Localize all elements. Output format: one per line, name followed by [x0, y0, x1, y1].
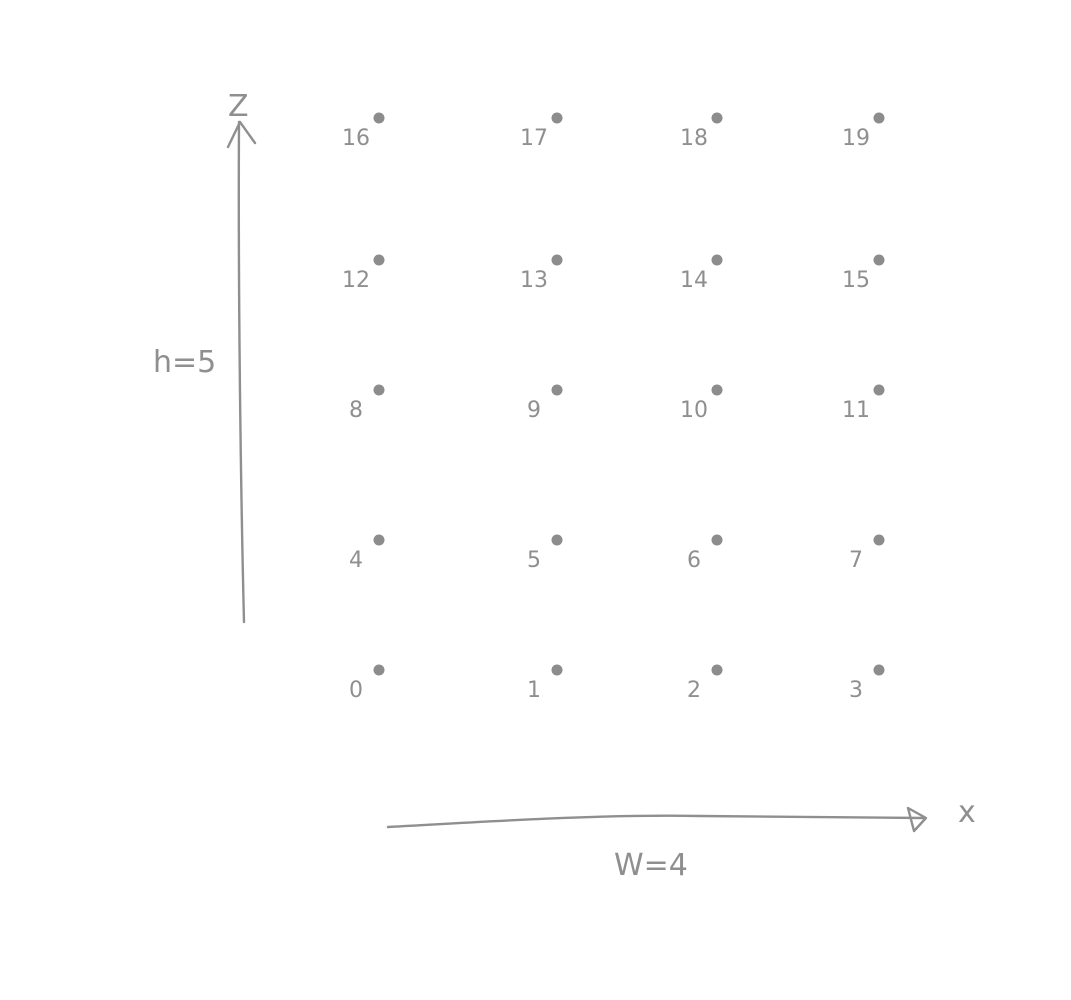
grid-point-label: 16: [342, 126, 370, 151]
grid-point-label: 14: [680, 268, 708, 293]
grid-point-dot: [711, 384, 723, 396]
grid-point-label: 12: [342, 268, 370, 293]
grid-point-label: 7: [849, 548, 863, 573]
grid-point: 1: [527, 664, 563, 703]
grid-point-label: 8: [349, 398, 363, 423]
grid-point: 6: [687, 534, 723, 573]
grid-point: 12: [342, 254, 385, 293]
grid-point-label: 6: [687, 548, 701, 573]
grid-point-label: 4: [349, 548, 363, 573]
grid-point-dot: [551, 254, 563, 266]
grid-point-dot: [873, 384, 885, 396]
grid-point-label: 18: [680, 126, 708, 151]
grid-point-label: 11: [842, 398, 870, 423]
grid-point: 2: [687, 664, 723, 703]
grid-point-dot: [873, 664, 885, 676]
grid-point-dot: [551, 664, 563, 676]
grid-point: 8: [349, 384, 385, 423]
grid-point: 4: [349, 534, 385, 573]
grid-point-label: 10: [680, 398, 708, 423]
grid-point-label: 19: [842, 126, 870, 151]
grid-point-dot: [711, 664, 723, 676]
z-axis-arrowhead: [226, 120, 257, 149]
x-axis: x: [386, 795, 976, 833]
grid-point-dot: [551, 384, 563, 396]
grid-point-label: 13: [520, 268, 548, 293]
grid-point-dot: [873, 254, 885, 266]
grid-point-label: 17: [520, 126, 548, 151]
grid-point: 15: [842, 254, 885, 293]
grid-point: 0: [349, 664, 385, 703]
grid-point: 19: [842, 112, 885, 151]
x-axis-arrowhead: [906, 806, 928, 833]
grid-point: 5: [527, 534, 563, 573]
grid-point-dot: [551, 112, 563, 124]
grid-point-label: 3: [849, 678, 863, 703]
grid-point: 9: [527, 384, 563, 423]
grid-point: 13: [520, 254, 563, 293]
grid-point-label: 0: [349, 678, 363, 703]
z-axis: Z: [226, 89, 257, 624]
x-axis-line: [386, 814, 925, 829]
grid-point: 10: [680, 384, 723, 423]
grid-point-label: 15: [842, 268, 870, 293]
grid-point: 14: [680, 254, 723, 293]
grid-point-label: 2: [687, 678, 701, 703]
grid-point-dot: [373, 254, 385, 266]
z-axis-label: Z: [228, 89, 249, 124]
grid-point-dot: [373, 664, 385, 676]
grid-point-dot: [711, 254, 723, 266]
grid-point: 18: [680, 112, 723, 151]
width-label: W=4: [614, 848, 688, 883]
grid-point-dot: [373, 534, 385, 546]
grid-point-dot: [711, 534, 723, 546]
grid-point: 3: [849, 664, 885, 703]
grid-point: 11: [842, 384, 885, 423]
grid-point-label: 1: [527, 678, 541, 703]
grid-point-dot: [373, 384, 385, 396]
height-label: h=5: [153, 345, 216, 380]
grid-point-dot: [551, 534, 563, 546]
z-axis-line: [237, 120, 246, 624]
grid-point-dot: [373, 112, 385, 124]
grid-point-dot: [873, 112, 885, 124]
grid-point-dot: [711, 112, 723, 124]
grid-point: 17: [520, 112, 563, 151]
grid-point: 16: [342, 112, 385, 151]
grid-point: 7: [849, 534, 885, 573]
grid-point-label: 5: [527, 548, 541, 573]
grid-point-label: 9: [527, 398, 541, 423]
x-axis-label: x: [958, 795, 976, 830]
grid-point-dot: [873, 534, 885, 546]
